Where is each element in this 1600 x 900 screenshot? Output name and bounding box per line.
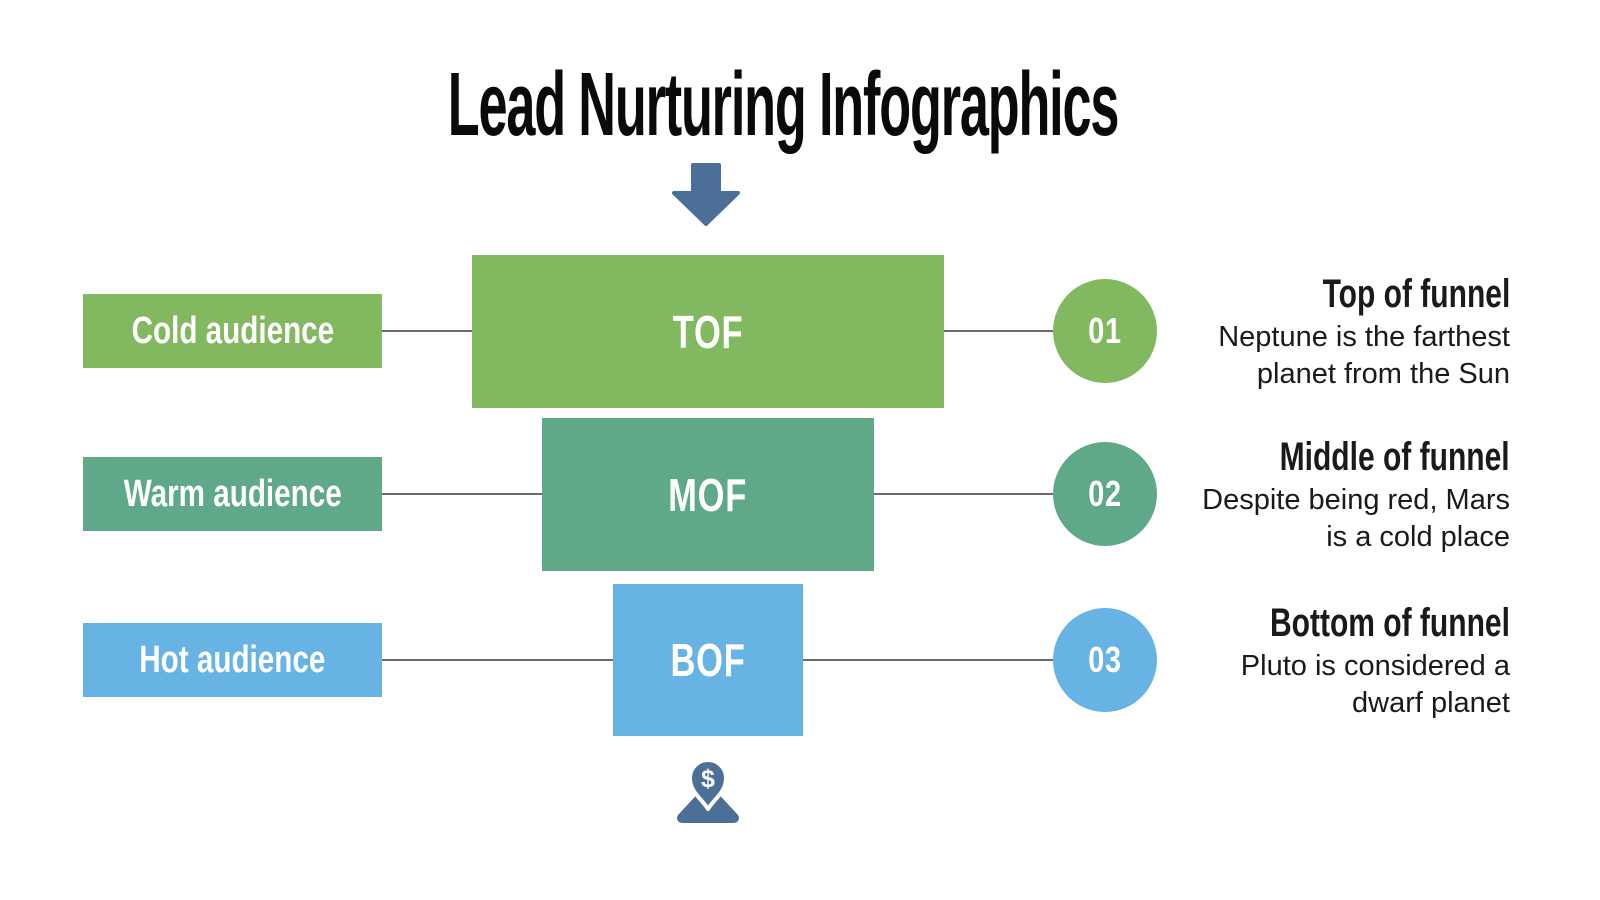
connector-line-right <box>874 493 1053 495</box>
audience-label: Warm audience <box>123 472 342 515</box>
audience-label: Cold audience <box>131 309 334 352</box>
note-description: Neptune is the farthest planet from the … <box>1218 321 1510 390</box>
badge-number: 01 <box>1088 310 1122 351</box>
note-heading: Bottom of funnel <box>1130 601 1510 645</box>
note-description: Despite being red, Mars is a cold place <box>1202 484 1510 553</box>
funnel-note: Bottom of funnel Pluto is considered a d… <box>1130 601 1510 722</box>
number-badge: 02 <box>1053 442 1157 546</box>
funnel-note: Top of funnel Neptune is the farthest pl… <box>1130 272 1510 393</box>
connector-line-right <box>944 330 1053 332</box>
note-heading: Top of funnel <box>1130 272 1510 316</box>
number-badge: 01 <box>1053 279 1157 383</box>
page-title: Lead Nurturing Infographics <box>83 58 1483 153</box>
money-location-pin-icon: $ <box>670 752 746 828</box>
note-description: Pluto is considered a dwarf planet <box>1240 650 1510 719</box>
connector-line-left <box>382 659 613 661</box>
funnel-stage-block-mof: MOF <box>542 418 874 571</box>
badge-number: 03 <box>1088 639 1122 680</box>
number-badge: 03 <box>1053 608 1157 712</box>
funnel-note: Middle of funnel Despite being red, Mars… <box>1130 435 1510 556</box>
audience-label-box: Cold audience <box>83 294 382 368</box>
connector-line-left <box>382 493 542 495</box>
connector-line-left <box>382 330 472 332</box>
note-heading-text: Middle of funnel <box>1280 435 1510 479</box>
note-heading-text: Bottom of funnel <box>1270 601 1510 645</box>
badge-number: 02 <box>1088 473 1122 514</box>
funnel-stage-block-tof: TOF <box>472 255 944 408</box>
audience-label-box: Warm audience <box>83 457 382 531</box>
connector-line-right <box>803 659 1053 661</box>
dollar-glyph: $ <box>701 765 715 793</box>
audience-label: Hot audience <box>139 638 326 681</box>
funnel-stage-block-bof: BOF <box>613 584 803 736</box>
page-title-text: Lead Nurturing Infographics <box>447 55 1120 155</box>
note-heading: Middle of funnel <box>1130 435 1510 479</box>
stage-label: BOF <box>670 634 746 686</box>
stage-label: MOF <box>668 468 748 521</box>
audience-label-box: Hot audience <box>83 623 382 697</box>
down-arrow-icon <box>670 163 742 227</box>
stage-label: TOF <box>672 305 744 358</box>
note-heading-text: Top of funnel <box>1322 272 1510 316</box>
